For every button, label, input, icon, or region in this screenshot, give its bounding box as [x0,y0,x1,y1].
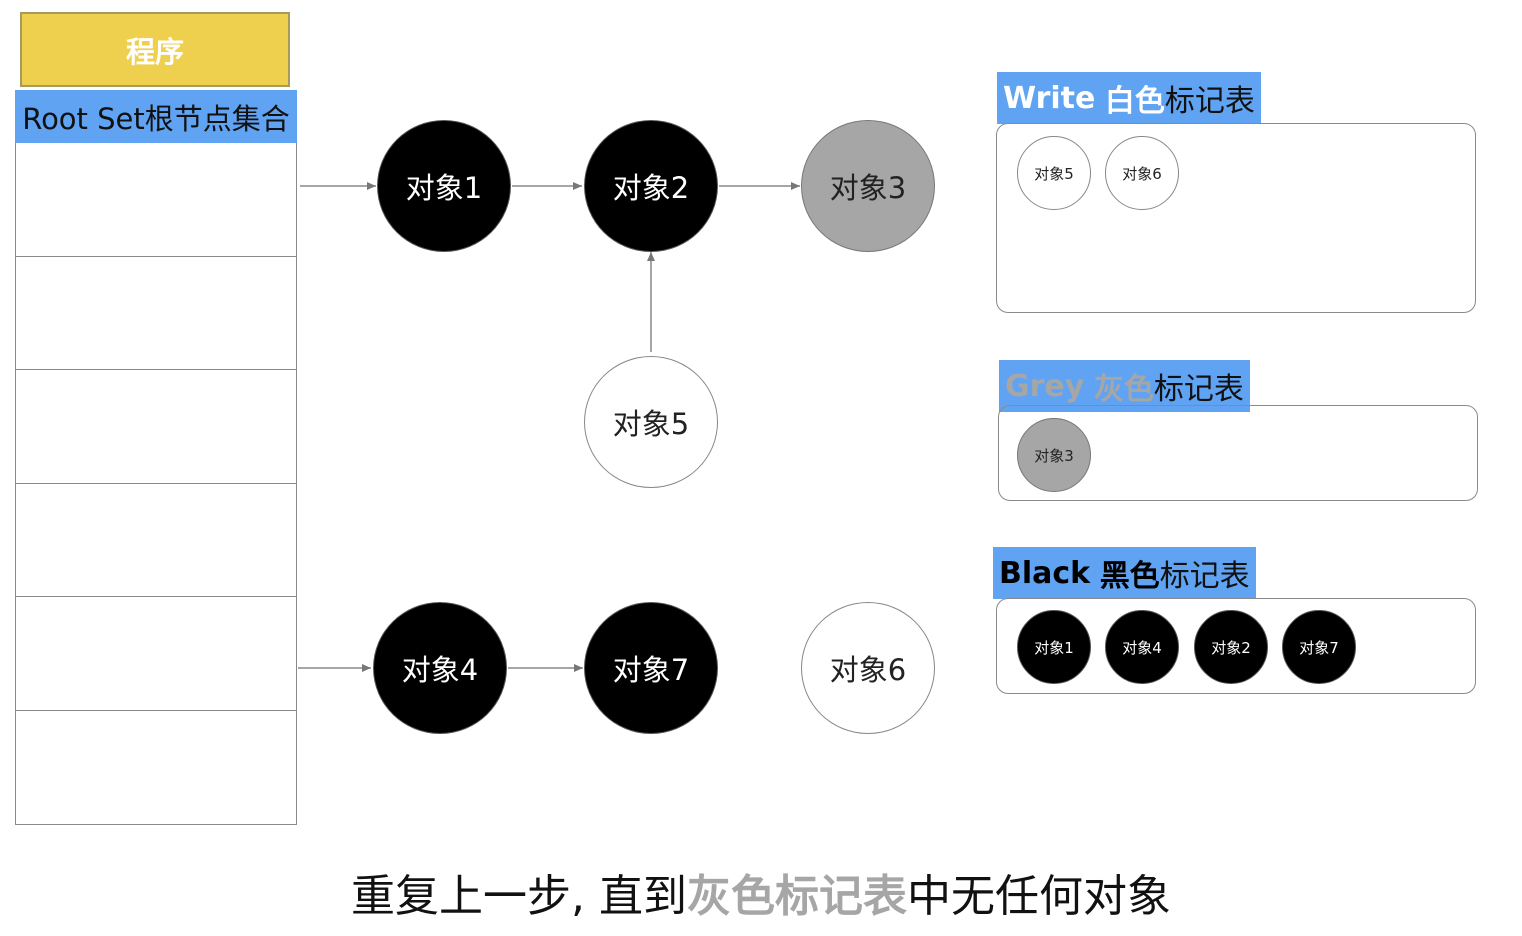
node-label: 对象4 [401,653,479,687]
grey-table-label: Grey 灰色标记表 [999,360,1250,412]
caption-highlight: 灰色标记表 [686,871,907,922]
grey-table-suffix: 标记表 [1153,372,1244,407]
caption-before: 重复上一步, 直到 [351,871,687,922]
node-label: 对象7 [612,653,690,687]
node-obj2: 对象2 [584,120,718,252]
grey-item: 对象3 [1017,418,1091,492]
root-set-label: Root Set根节点集合 [22,101,290,136]
black-item-label: 对象7 [1299,638,1339,657]
white-table-en: Write [1003,80,1096,116]
black-item: 对象2 [1194,610,1268,684]
grey-table-color: 灰色 [1093,372,1154,407]
node-obj3: 对象3 [801,120,935,252]
grey-table-en: Grey [1005,368,1085,404]
white-table-color: 白色 [1104,84,1165,119]
root-set-slot [16,370,296,484]
black-item-label: 对象4 [1122,638,1162,657]
node-obj1: 对象1 [377,120,511,252]
node-obj5: 对象5 [584,356,718,488]
program-label: 程序 [125,34,184,69]
black-item: 对象7 [1282,610,1356,684]
white-item-label: 对象5 [1034,164,1074,183]
white-table-box: 对象5 对象6 [996,123,1476,313]
root-set-slot [16,143,296,257]
node-label: 对象1 [405,171,483,205]
white-item: 对象6 [1105,136,1179,210]
black-table-suffix: 标记表 [1159,559,1250,594]
white-table-suffix: 标记表 [1164,84,1255,119]
caption: 重复上一步, 直到灰色标记表中无任何对象 [0,860,1522,924]
black-table-color: 黑色 [1099,559,1160,594]
root-set-table [15,143,297,825]
grey-table-box: 对象3 [998,405,1478,501]
black-item: 对象4 [1105,610,1179,684]
black-item: 对象1 [1017,610,1091,684]
black-table-en: Black [999,555,1091,591]
node-obj6: 对象6 [801,602,935,734]
root-set-slot [16,597,296,711]
node-obj7: 对象7 [584,602,718,734]
white-table-label: Write 白色标记表 [997,72,1261,124]
black-item-label: 对象1 [1034,638,1074,657]
root-set-slot [16,484,296,597]
node-label: 对象5 [612,407,690,441]
grey-item-label: 对象3 [1034,446,1074,465]
node-label: 对象6 [829,653,907,687]
program-box: 程序 [20,12,290,87]
black-item-label: 对象2 [1211,638,1251,657]
caption-after: 中无任何对象 [906,871,1171,922]
black-table-box: 对象1 对象4 对象2 对象7 [996,598,1476,694]
node-obj4: 对象4 [373,602,507,734]
white-item-label: 对象6 [1122,164,1162,183]
root-set-header: Root Set根节点集合 [15,90,297,143]
white-item: 对象5 [1017,136,1091,210]
node-label: 对象2 [612,171,690,205]
node-label: 对象3 [829,171,907,205]
root-set-slot [16,257,296,370]
black-table-label: Black 黑色标记表 [993,547,1256,599]
